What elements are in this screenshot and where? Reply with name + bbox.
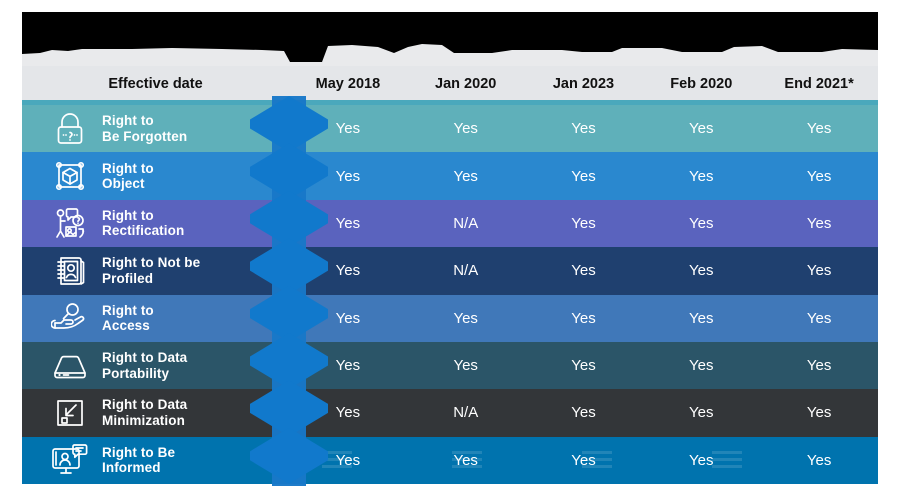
table-cell-value: Yes bbox=[335, 404, 361, 422]
table-cell-value: Yes bbox=[453, 309, 478, 327]
row-label-text: Right to Be Forgotten bbox=[102, 113, 188, 144]
row-label-text: Right to Rectification bbox=[102, 207, 185, 239]
table-cell-value: Yes bbox=[571, 167, 596, 185]
table-cell-value: Yes bbox=[806, 357, 832, 375]
row-texture-band bbox=[582, 464, 612, 468]
row-label-text: Right to Access bbox=[102, 302, 154, 334]
table-row: Right to Be Forgotten Yes Yes Yes Yes Yes bbox=[22, 105, 878, 153]
row-label-cell: Right to Access bbox=[22, 295, 289, 342]
row-texture-band bbox=[322, 450, 352, 454]
table-cell-value: Yes bbox=[571, 214, 596, 232]
table-cell-value: Yes bbox=[689, 120, 714, 138]
table-cell-value: Yes bbox=[453, 167, 478, 185]
row-texture-band bbox=[712, 457, 742, 461]
table-cell-value: Yes bbox=[571, 120, 596, 138]
monitor-person-icon bbox=[48, 440, 92, 480]
table-cell-value: Yes bbox=[335, 214, 361, 232]
hard-drive-icon bbox=[48, 346, 92, 386]
row-label-cell: Right to Data Minimization bbox=[22, 389, 289, 436]
table-cell-value: Yes bbox=[335, 262, 361, 280]
table-cell-value: Yes bbox=[571, 309, 596, 327]
row-texture-band bbox=[582, 450, 612, 454]
table-row: Right to Rectification Yes N/A Yes Yes Yes bbox=[22, 199, 878, 248]
column-header-date-0: May 2018 bbox=[315, 75, 381, 92]
table-cell-value: Yes bbox=[453, 451, 478, 469]
row-texture-band bbox=[712, 450, 742, 454]
row-texture-band bbox=[322, 464, 352, 468]
row-label-cell: Right to Be Informed bbox=[22, 437, 289, 484]
hand-magnifier-icon bbox=[48, 298, 92, 338]
row-texture-band bbox=[452, 464, 482, 468]
table-cell-value: Yes bbox=[806, 404, 832, 422]
table-row: Right to Object Yes Yes Yes Yes Yes bbox=[22, 152, 878, 200]
row-texture-band bbox=[582, 457, 612, 461]
table-cell-value: Yes bbox=[689, 404, 714, 422]
table-cell-value: Yes bbox=[335, 120, 361, 138]
row-label-cell: Right to Be Forgotten bbox=[22, 105, 289, 152]
people-rectify-icon bbox=[48, 203, 92, 243]
table-cell-value: Yes bbox=[571, 451, 596, 469]
column-header-effective-date: Effective date bbox=[108, 75, 203, 92]
table-cell-value: Yes bbox=[806, 214, 832, 232]
row-texture-band bbox=[322, 457, 352, 461]
table-cell-value: N/A bbox=[453, 404, 479, 422]
table-cell-value: Yes bbox=[689, 357, 714, 375]
table-cell-value: Yes bbox=[453, 120, 478, 138]
redacted-header-text bbox=[22, 12, 878, 64]
table-row: Right to Be Informed Yes Yes Yes Yes Yes bbox=[22, 436, 878, 484]
table-cell-value: Yes bbox=[571, 404, 596, 422]
row-texture-band bbox=[452, 450, 482, 454]
row-texture-band bbox=[452, 457, 482, 461]
profile-cards-icon bbox=[48, 251, 92, 291]
table-cell-value: Yes bbox=[335, 451, 361, 469]
table-cell-value: N/A bbox=[453, 262, 479, 280]
column-header-row: Effective date May 2018 Jan 2020 Jan 202… bbox=[22, 62, 878, 105]
row-label-text: Right to Data Minimization bbox=[102, 397, 188, 428]
row-label-text: Right to Be Informed bbox=[102, 444, 176, 476]
table-cell-value: Yes bbox=[335, 167, 361, 185]
table-row: Right to Data Portability Yes Yes Yes Yes Yes bbox=[22, 341, 878, 390]
row-label-cell: Right to Not be Profiled bbox=[22, 247, 289, 294]
table-cell-value: Yes bbox=[689, 167, 714, 185]
cube-object-icon bbox=[48, 156, 92, 196]
table-cell-value: Yes bbox=[571, 262, 596, 280]
table-cell-value: Yes bbox=[806, 451, 832, 469]
row-label-text: Right to Object bbox=[102, 160, 154, 192]
row-label-cell: Right to Object bbox=[22, 152, 289, 199]
table-row: Right to Not be Profiled Yes N/A Yes Yes Yes bbox=[22, 247, 878, 295]
row-label-text: Right to Data Portability bbox=[102, 350, 188, 381]
table-cell-value: N/A bbox=[453, 214, 479, 232]
row-texture-band bbox=[712, 464, 742, 468]
table-cell-value: Yes bbox=[689, 451, 714, 469]
redacted-header-band bbox=[22, 12, 878, 64]
table-cell-value: Yes bbox=[335, 309, 361, 327]
table-row: Right to Data Minimization Yes N/A Yes Yes Ye… bbox=[22, 389, 878, 437]
table-cell-value: Yes bbox=[689, 309, 714, 327]
column-header-date-1: Jan 2020 bbox=[435, 75, 497, 92]
table-cell-value: Yes bbox=[806, 167, 832, 185]
table-row: Right to Access Yes Yes Yes Yes Yes bbox=[22, 294, 878, 342]
table-cell-value: Yes bbox=[689, 262, 714, 280]
minimize-arrow-icon bbox=[48, 393, 92, 433]
padlock-question-icon bbox=[48, 109, 92, 149]
table-cell-value: Yes bbox=[806, 120, 832, 138]
table-cell-value: Yes bbox=[571, 357, 596, 375]
table-cell-value: Yes bbox=[453, 357, 478, 375]
column-header-date-2: Jan 2023 bbox=[552, 75, 615, 92]
row-label-text: Right to Not be Profiled bbox=[102, 255, 201, 286]
table-cell-value: Yes bbox=[335, 357, 361, 375]
column-header-date-3: Feb 2020 bbox=[670, 75, 733, 92]
table-cell-value: Yes bbox=[806, 262, 832, 280]
column-header-date-4: End 2021* bbox=[784, 75, 854, 92]
table-cell-value: Yes bbox=[689, 214, 714, 232]
header-accent-rule bbox=[22, 100, 878, 105]
table-cell-value: Yes bbox=[806, 309, 832, 327]
row-label-cell: Right to Rectification bbox=[22, 200, 289, 247]
row-label-cell: Right to Data Portability bbox=[22, 342, 289, 389]
